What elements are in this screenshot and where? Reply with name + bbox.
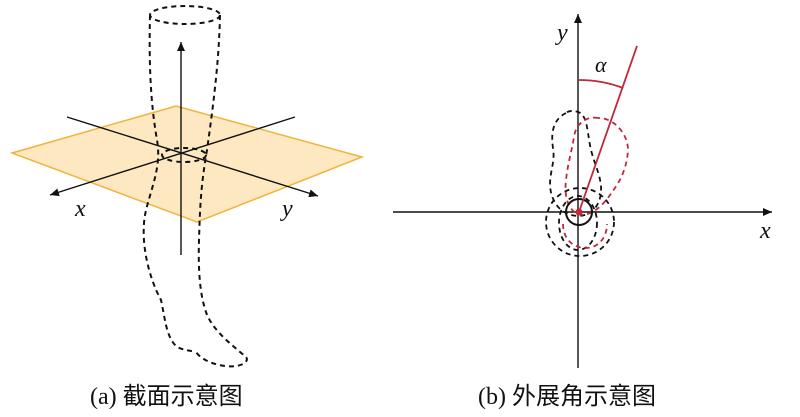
caption-panel-a: (a) 截面示意图 [90, 384, 243, 410]
leg-outline [142, 5, 248, 368]
caption-panel-b: (b) 外展角示意图 [478, 384, 656, 410]
x-axis-a [49, 116, 296, 197]
centre-circle [565, 198, 593, 226]
x-axis-label-b: x [759, 218, 771, 244]
angle-arc [578, 79, 624, 89]
panel-b-abduction-angle: y x α [393, 14, 772, 368]
abducted-section-outline [562, 116, 629, 249]
y-axis-label-b: y [555, 20, 568, 46]
y-axis-a [66, 116, 319, 198]
panel-a-cross-section: x y [9, 5, 365, 368]
x-axis-label-a: x [74, 196, 86, 222]
angle-label: α [595, 52, 607, 77]
abduction-axis [578, 45, 638, 213]
original-section-outline [545, 110, 615, 257]
y-axis-label-a: y [280, 196, 293, 222]
section-plane [9, 105, 365, 223]
